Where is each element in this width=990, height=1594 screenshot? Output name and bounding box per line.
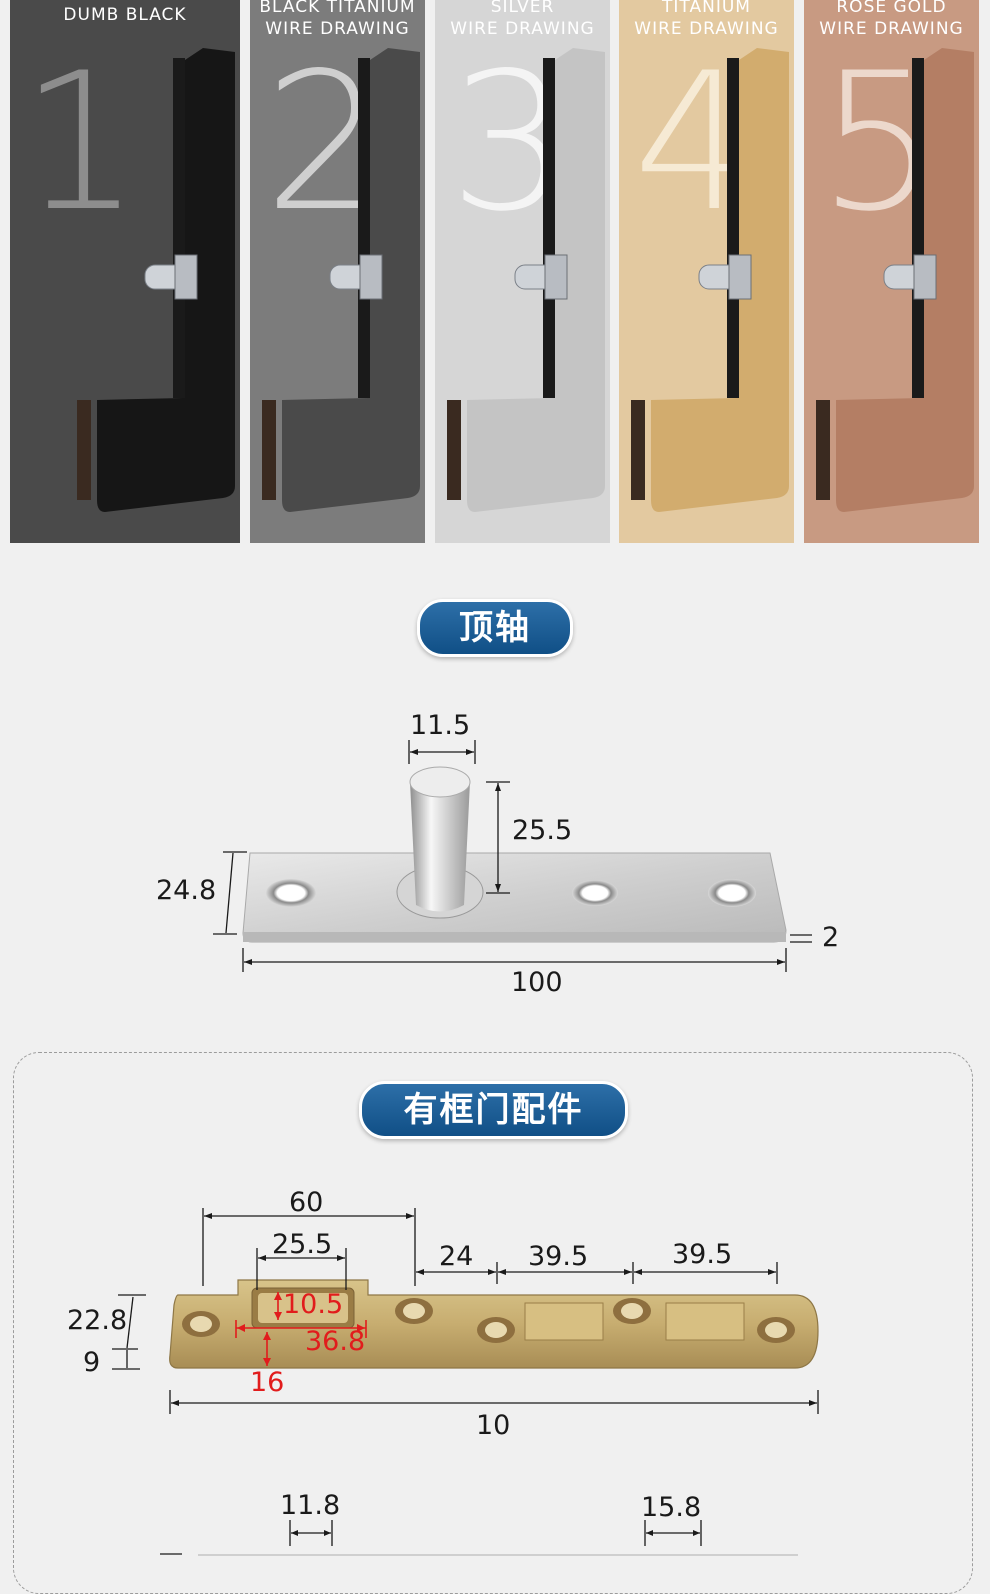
finish-label-line1: TITANIUM [662,0,751,17]
dim-plate-thickness: 2 [822,922,840,953]
finish-label: DUMB BLACK [10,4,240,26]
dim-plate-length: 100 [511,967,563,998]
finish-label-line2: WIRE DRAWING [450,19,595,39]
finish-label-line1: BLACK TITANIUM [259,0,416,17]
finish-label-line2: WIRE DRAWING [634,19,779,39]
finish-label-line1: DUMB BLACK [63,5,187,25]
finish-label-line2: WIRE DRAWING [265,19,410,39]
finish-label-line2: WIRE DRAWING [819,19,964,39]
dim-22-8: 22.8 [67,1305,128,1336]
patch-hinge-image [77,48,235,512]
patch-hinge-image [447,48,605,512]
dim-16: 16 [250,1367,285,1398]
dim-25-5: 25.5 [272,1229,333,1260]
dim-24: 24 [439,1241,474,1272]
plate-hole-2 [572,880,618,906]
finish-label-line1: SILVER [490,0,555,17]
dim-36-8: 36.8 [305,1326,366,1357]
finish-label: TITANIUM WIRE DRAWING [619,0,794,40]
plate-hole-1 [266,879,316,907]
finish-label-line1: ROSE GOLD [836,0,947,17]
dim-plate-width: 24.8 [156,875,217,906]
dim-39-5-b: 39.5 [672,1239,733,1270]
dim-11-8: 11.8 [280,1490,341,1521]
dim-10-5: 10.5 [283,1289,344,1320]
dim-9: 9 [83,1347,101,1378]
dim-pin-width: 11.5 [410,710,471,741]
section-title-frame-door: 有框门配件 [359,1081,628,1139]
finish-number: 1 [20,32,141,253]
dim-15-8: 15.8 [641,1492,702,1523]
dim-39-5-a: 39.5 [528,1241,589,1272]
dim-pin-height: 25.5 [512,815,573,846]
dim-60: 60 [289,1187,324,1218]
pivot-pin [410,782,470,912]
finish-label: SILVER WIRE DRAWING [435,0,610,40]
patch-hinge-image [631,48,789,512]
dim-length: 10 [476,1410,511,1441]
top-pivot-drawing [213,740,812,972]
frame-door-drawing [112,1208,819,1556]
finish-swatch-dumb-black: 1 DUMB BLACK [10,0,240,543]
patch-hinge-image [816,48,974,512]
patch-hinge-image [262,48,420,512]
finish-label: ROSE GOLD WIRE DRAWING [804,0,979,40]
section-title-top-pivot: 顶轴 [417,599,573,657]
finish-label: BLACK TITANIUM WIRE DRAWING [250,0,425,40]
plate-hole-3 [708,879,756,907]
